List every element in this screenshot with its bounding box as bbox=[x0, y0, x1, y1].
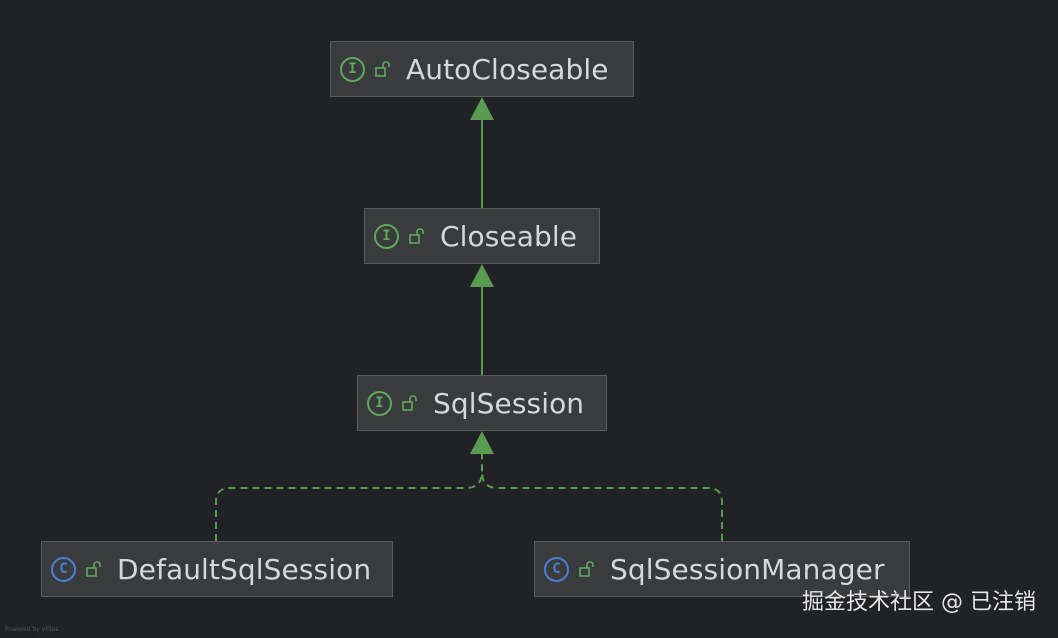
class-icon: C bbox=[544, 556, 569, 582]
unlocked-icon bbox=[375, 61, 390, 77]
node-label: Closeable bbox=[440, 219, 578, 253]
interface-icon: I bbox=[340, 56, 365, 82]
node-sqlsessionmanager[interactable]: C SqlSessionManager bbox=[534, 541, 910, 597]
unlocked-icon bbox=[579, 561, 594, 577]
footer-credit: Powered by yFiles bbox=[5, 626, 59, 633]
arrowhead-sqlsession bbox=[470, 431, 494, 454]
arrowhead-autocloseable bbox=[470, 97, 494, 120]
node-sqlsession[interactable]: I SqlSession bbox=[357, 375, 607, 431]
node-label: SqlSession bbox=[433, 386, 585, 420]
node-label: SqlSessionManager bbox=[610, 552, 885, 586]
node-autocloseable[interactable]: I AutoCloseable bbox=[330, 41, 634, 97]
unlocked-icon bbox=[86, 561, 101, 577]
class-icon: C bbox=[51, 556, 76, 582]
edge-defaultsqlsession-sqlsession bbox=[215, 452, 483, 541]
unlocked-icon bbox=[402, 395, 417, 411]
watermark: 掘金技术社区 @ 已注销 bbox=[802, 590, 1036, 615]
node-label: AutoCloseable bbox=[406, 52, 609, 86]
node-defaultsqlsession[interactable]: C DefaultSqlSession bbox=[41, 541, 393, 597]
edge-sqlsessionmanager-sqlsession bbox=[481, 471, 723, 541]
interface-icon: I bbox=[374, 223, 399, 249]
unlocked-icon bbox=[409, 228, 424, 244]
arrowhead-closeable bbox=[470, 264, 494, 287]
node-label: DefaultSqlSession bbox=[117, 552, 372, 586]
node-closeable[interactable]: I Closeable bbox=[364, 208, 600, 264]
interface-icon: I bbox=[367, 390, 392, 416]
